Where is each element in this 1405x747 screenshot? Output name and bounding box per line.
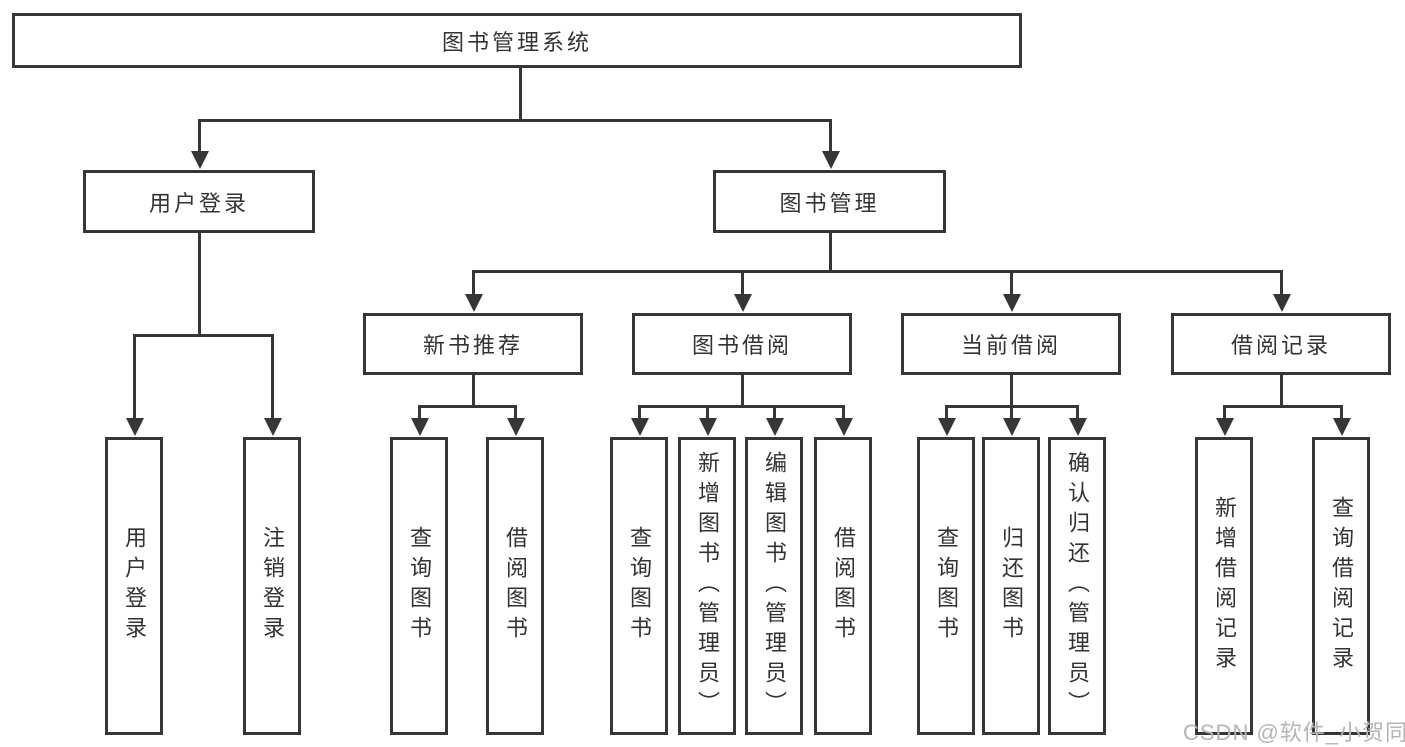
arrow-to-leaf-query-borrow-record: [1332, 406, 1351, 436]
line-new-book-recommend-stem: [472, 375, 475, 408]
arrow-to-book-borrowing: [733, 271, 752, 312]
line-level2-bus: [198, 119, 832, 122]
arrow-to-leaf-query-books-current: [937, 406, 956, 436]
node-root-label: 图书管理系统: [441, 29, 592, 55]
arrow-to-leaf-query-books-borrow: [630, 406, 649, 436]
line-book-borrowing-bus: [638, 405, 845, 408]
node-label: 用户登录: [148, 190, 249, 216]
node-label: 借阅记录: [1230, 333, 1331, 358]
leaf-label: 查询借阅记录: [1329, 496, 1354, 676]
leaf-add-borrow-record: 新增借阅记录: [1195, 437, 1253, 735]
arrow-to-leaf-confirm-return-admin: [1068, 406, 1087, 436]
leaf-borrow-books-rec: 借阅图书: [486, 437, 544, 735]
node-label: 新书推荐: [422, 333, 523, 358]
line-book-management-stem: [829, 233, 832, 273]
line-user-login-stem: [198, 233, 201, 337]
leaf-return-books: 归还图书: [982, 437, 1040, 735]
leaf-user-login: 用户登录: [105, 437, 163, 735]
arrow-to-leaf-borrow-books-rec: [506, 406, 525, 436]
leaf-edit-books-admin: 编辑图书（管理员）: [745, 437, 803, 735]
arrow-to-leaf-edit-books-admin: [765, 406, 784, 436]
arrow-to-leaf-borrow-books-borrow: [834, 406, 853, 436]
leaf-label: 新增图书（管理员）: [695, 451, 720, 721]
arrow-to-leaf-query-books-rec: [410, 406, 429, 436]
csdn-watermark: CSDN @软件_小贺同学: [1183, 720, 1405, 745]
leaf-label: 借阅图书: [831, 526, 856, 646]
node-label: 图书借阅: [691, 333, 792, 358]
node-label: 当前借阅: [960, 333, 1061, 358]
leaf-add-books-admin: 新增图书（管理员）: [678, 437, 736, 735]
leaf-confirm-return-admin: 确认归还（管理员）: [1048, 437, 1106, 735]
arrow-to-leaf-add-borrow-record: [1215, 406, 1234, 436]
leaf-label: 注销登录: [260, 526, 285, 646]
line-user-login-bus: [133, 334, 274, 337]
arrow-to-leaf-add-books-admin: [698, 406, 717, 436]
arrow-to-current-borrowing: [1002, 271, 1021, 312]
leaf-label: 编辑图书（管理员）: [762, 451, 787, 721]
leaf-label: 用户登录: [122, 526, 147, 646]
node-root: 图书管理系统: [12, 13, 1022, 68]
node-user-login: 用户登录: [83, 170, 315, 233]
arrow-to-borrowing-records: [1272, 271, 1291, 312]
arrow-to-new-book-recommend: [464, 271, 483, 312]
leaf-label: 查询图书: [407, 526, 432, 646]
leaf-label: 归还图书: [999, 526, 1024, 646]
leaf-query-borrow-record: 查询借阅记录: [1312, 437, 1370, 735]
leaf-label: 查询图书: [934, 526, 959, 646]
line-borrowing-records-bus: [1223, 405, 1343, 408]
line-current-borrowing-stem: [1010, 375, 1013, 408]
arrow-to-leaf-logout: [263, 335, 282, 436]
leaf-query-books-current: 查询图书: [917, 437, 975, 735]
line-new-book-recommend-bus: [418, 405, 517, 408]
node-label: 图书管理: [779, 190, 880, 216]
arrow-to-user-login: [190, 120, 209, 169]
node-book-borrowing: 图书借阅: [632, 313, 852, 375]
arrow-to-book-management: [821, 120, 840, 169]
leaf-label: 查询图书: [627, 526, 652, 646]
line-book-borrowing-stem: [741, 375, 744, 408]
leaf-label: 确认归还（管理员）: [1065, 451, 1090, 721]
leaf-borrow-books-borrow: 借阅图书: [814, 437, 872, 735]
node-book-management: 图书管理: [713, 170, 946, 233]
line-borrowing-records-stem: [1280, 375, 1283, 408]
leaf-logout: 注销登录: [243, 437, 301, 735]
line-level3-bus: [472, 270, 1283, 273]
leaf-label: 借阅图书: [503, 526, 528, 646]
arrow-to-leaf-user-login: [125, 335, 144, 436]
line-root-stem: [519, 68, 522, 122]
node-borrowing-records: 借阅记录: [1171, 313, 1391, 375]
leaf-query-books-rec: 查询图书: [390, 437, 448, 735]
leaf-query-books-borrow: 查询图书: [610, 437, 668, 735]
arrow-to-leaf-return-books: [1002, 406, 1021, 436]
node-new-book-recommend: 新书推荐: [363, 313, 583, 375]
leaf-label: 新增借阅记录: [1212, 496, 1237, 676]
node-current-borrowing: 当前借阅: [901, 313, 1121, 375]
